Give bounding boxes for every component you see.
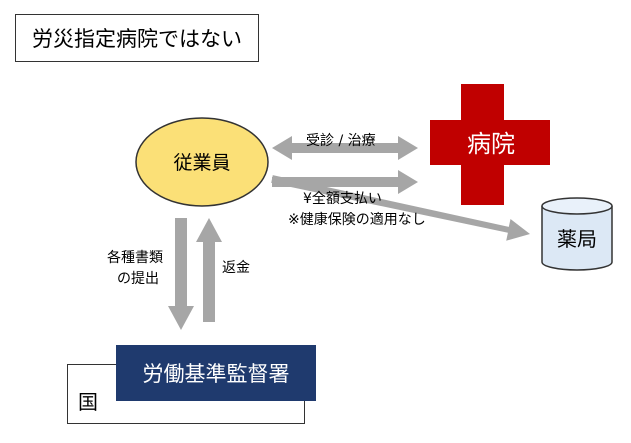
labor-office-label: 労働基準監督署 xyxy=(142,362,290,386)
country-label: 国 xyxy=(78,390,98,414)
labor-office-box: 労働基準監督署 xyxy=(116,345,316,401)
employee-ellipse xyxy=(135,117,269,207)
refund-label: 返金 xyxy=(222,260,250,276)
consult-double-arrow xyxy=(272,136,418,160)
documents-label-line2: の提出 xyxy=(117,271,159,287)
pharmacy-label: 薬局 xyxy=(557,227,597,251)
payment-label-line1: ¥全額支払い xyxy=(303,191,382,207)
payment-arrow-pharmacy xyxy=(271,175,530,241)
employee-label: 従業員 xyxy=(173,152,230,174)
title-box: 労災指定病院ではない xyxy=(15,14,259,62)
documents-down-arrow xyxy=(168,218,194,330)
consult-label: 受診 / 治療 xyxy=(306,133,376,149)
payment-label-line2: ※健康保険の適用なし xyxy=(288,212,426,228)
documents-label-line1: 各種書類 xyxy=(107,250,163,266)
refund-up-arrow xyxy=(196,218,222,322)
payment-arrow-hospital xyxy=(272,170,418,194)
pharmacy-cylinder xyxy=(541,197,613,271)
diagram-title: 労災指定病院ではない xyxy=(32,27,242,51)
hospital-label: 病院 xyxy=(467,130,515,158)
hospital-cross-shape xyxy=(430,84,550,205)
